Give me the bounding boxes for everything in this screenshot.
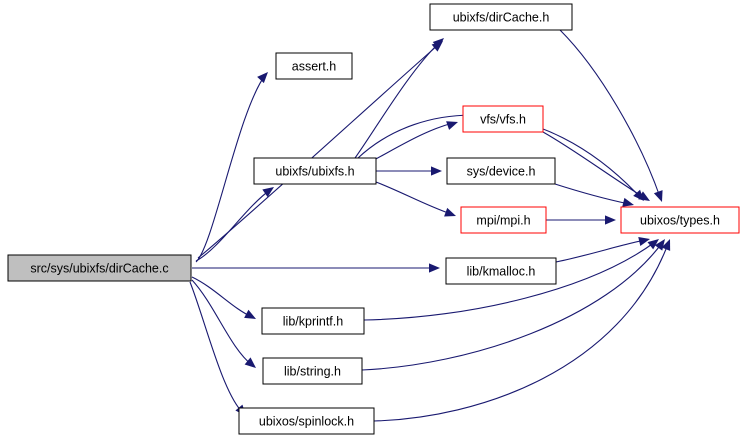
node-label-dircache_c: src/sys/ubixfs/dirCache.c	[30, 261, 168, 275]
node-box-dircache_c[interactable]	[7, 254, 192, 282]
edge-kmalloc_h-to-types_h	[555, 239, 646, 263]
nodes-layer: src/sys/ubixfs/dirCache.c ubixfs/dirCache…	[7, 3, 740, 435]
arrowhead-dircache_c-to-kprintf_h	[244, 309, 256, 319]
node-box-kprintf_h[interactable]	[261, 307, 365, 335]
node-box-device_h[interactable]	[446, 157, 556, 185]
node-box-vfs_h[interactable]	[462, 105, 544, 133]
edge-string_h-to-types_h	[361, 242, 663, 371]
edge-dircache_c-to-ubixfs_h	[195, 189, 271, 262]
edge-vfs_h-to-types_h	[542, 131, 646, 199]
node-label-device_h: sys/device.h	[467, 164, 536, 178]
node-dircache_h[interactable]: ubixfs/dirCache.h	[429, 3, 573, 31]
node-vfs_h[interactable]: vfs/vfs.h	[462, 105, 544, 133]
edge-spinlock_h-to-types_h	[373, 243, 669, 422]
arrowhead-ubixfs_h-to-device_h	[431, 166, 442, 176]
node-label-string_h: lib/string.h	[284, 364, 341, 378]
node-ubixfs_h[interactable]: ubixfs/ubixfs.h	[253, 157, 377, 185]
node-label-types_h: ubixos/types.h	[640, 213, 720, 227]
node-box-spinlock_h[interactable]	[238, 407, 375, 435]
node-label-mpi_h: mpi/mpi.h	[476, 213, 530, 227]
edge-ubixfs_h-to-dircache_h	[354, 41, 441, 159]
arrowhead-dircache_h-to-types_h	[653, 190, 663, 202]
arrowhead-dircache_c-to-kmalloc_h	[429, 263, 440, 273]
edge-kprintf_h-to-types_h	[363, 241, 656, 321]
node-label-assert_h: assert.h	[292, 59, 337, 73]
node-assert_h[interactable]: assert.h	[275, 52, 353, 80]
node-kprintf_h[interactable]: lib/kprintf.h	[261, 307, 365, 335]
node-box-assert_h[interactable]	[275, 52, 353, 80]
edge-dircache_c-to-kprintf_h	[191, 276, 253, 318]
edge-dircache_c-to-string_h	[191, 279, 253, 366]
node-label-vfs_h: vfs/vfs.h	[480, 112, 526, 126]
arrowhead-dircache_c-to-string_h	[244, 357, 256, 368]
node-kmalloc_h[interactable]: lib/kmalloc.h	[445, 257, 557, 285]
edge-dircache_h-to-types_h	[559, 29, 661, 198]
arrowhead-dircache_c-to-ubixfs_h	[262, 187, 274, 198]
node-label-spinlock_h: ubixos/spinlock.h	[259, 414, 354, 428]
arrowhead-ubixfs_h-to-dircache_h	[432, 38, 444, 49]
arrowhead-mpi_h-to-types_h	[605, 215, 616, 225]
edge-dircache_c-to-spinlock_h	[189, 281, 244, 414]
arrowhead-vfs_h-to-types_h	[638, 191, 650, 201]
node-box-ubixfs_h[interactable]	[253, 157, 377, 185]
arrowhead-device_h-to-types_h	[622, 197, 634, 207]
node-label-kprintf_h: lib/kprintf.h	[283, 314, 343, 328]
edge-ubixfs_h-to-vfs_h	[373, 122, 454, 161]
node-device_h[interactable]: sys/device.h	[446, 157, 556, 185]
node-box-string_h[interactable]	[262, 357, 363, 385]
node-types_h[interactable]: ubixos/types.h	[620, 206, 740, 234]
arrowhead-ubixfs_h-to-mpi_h	[444, 207, 456, 217]
edge-device_h-to-types_h	[554, 183, 630, 205]
arrowhead-kprintf_h-to-types_h	[647, 239, 659, 250]
arrowhead-spinlock_h-to-types_h	[661, 239, 671, 251]
arrowhead-ubixfs_h-to-vfs_h	[446, 121, 458, 130]
node-mpi_h[interactable]: mpi/mpi.h	[460, 206, 547, 234]
node-dircache_c[interactable]: src/sys/ubixfs/dirCache.c	[7, 254, 192, 282]
node-box-mpi_h[interactable]	[460, 206, 547, 234]
node-label-ubixfs_h: ubixfs/ubixfs.h	[275, 164, 354, 178]
node-box-types_h[interactable]	[620, 206, 740, 234]
node-box-kmalloc_h[interactable]	[445, 257, 557, 285]
node-string_h[interactable]: lib/string.h	[262, 357, 363, 385]
edge-ubixfs_h-to-mpi_h	[375, 181, 452, 215]
node-box-dircache_h[interactable]	[429, 3, 573, 31]
node-spinlock_h[interactable]: ubixos/spinlock.h	[238, 407, 375, 435]
node-label-kmalloc_h: lib/kmalloc.h	[467, 264, 536, 278]
arrowhead-kmalloc_h-to-types_h	[638, 236, 650, 246]
arrowhead-dircache_c-to-assert_h	[257, 72, 268, 84]
node-label-dircache_h: ubixfs/dirCache.h	[453, 10, 550, 24]
edge-dircache_c-to-assert_h	[195, 73, 267, 263]
